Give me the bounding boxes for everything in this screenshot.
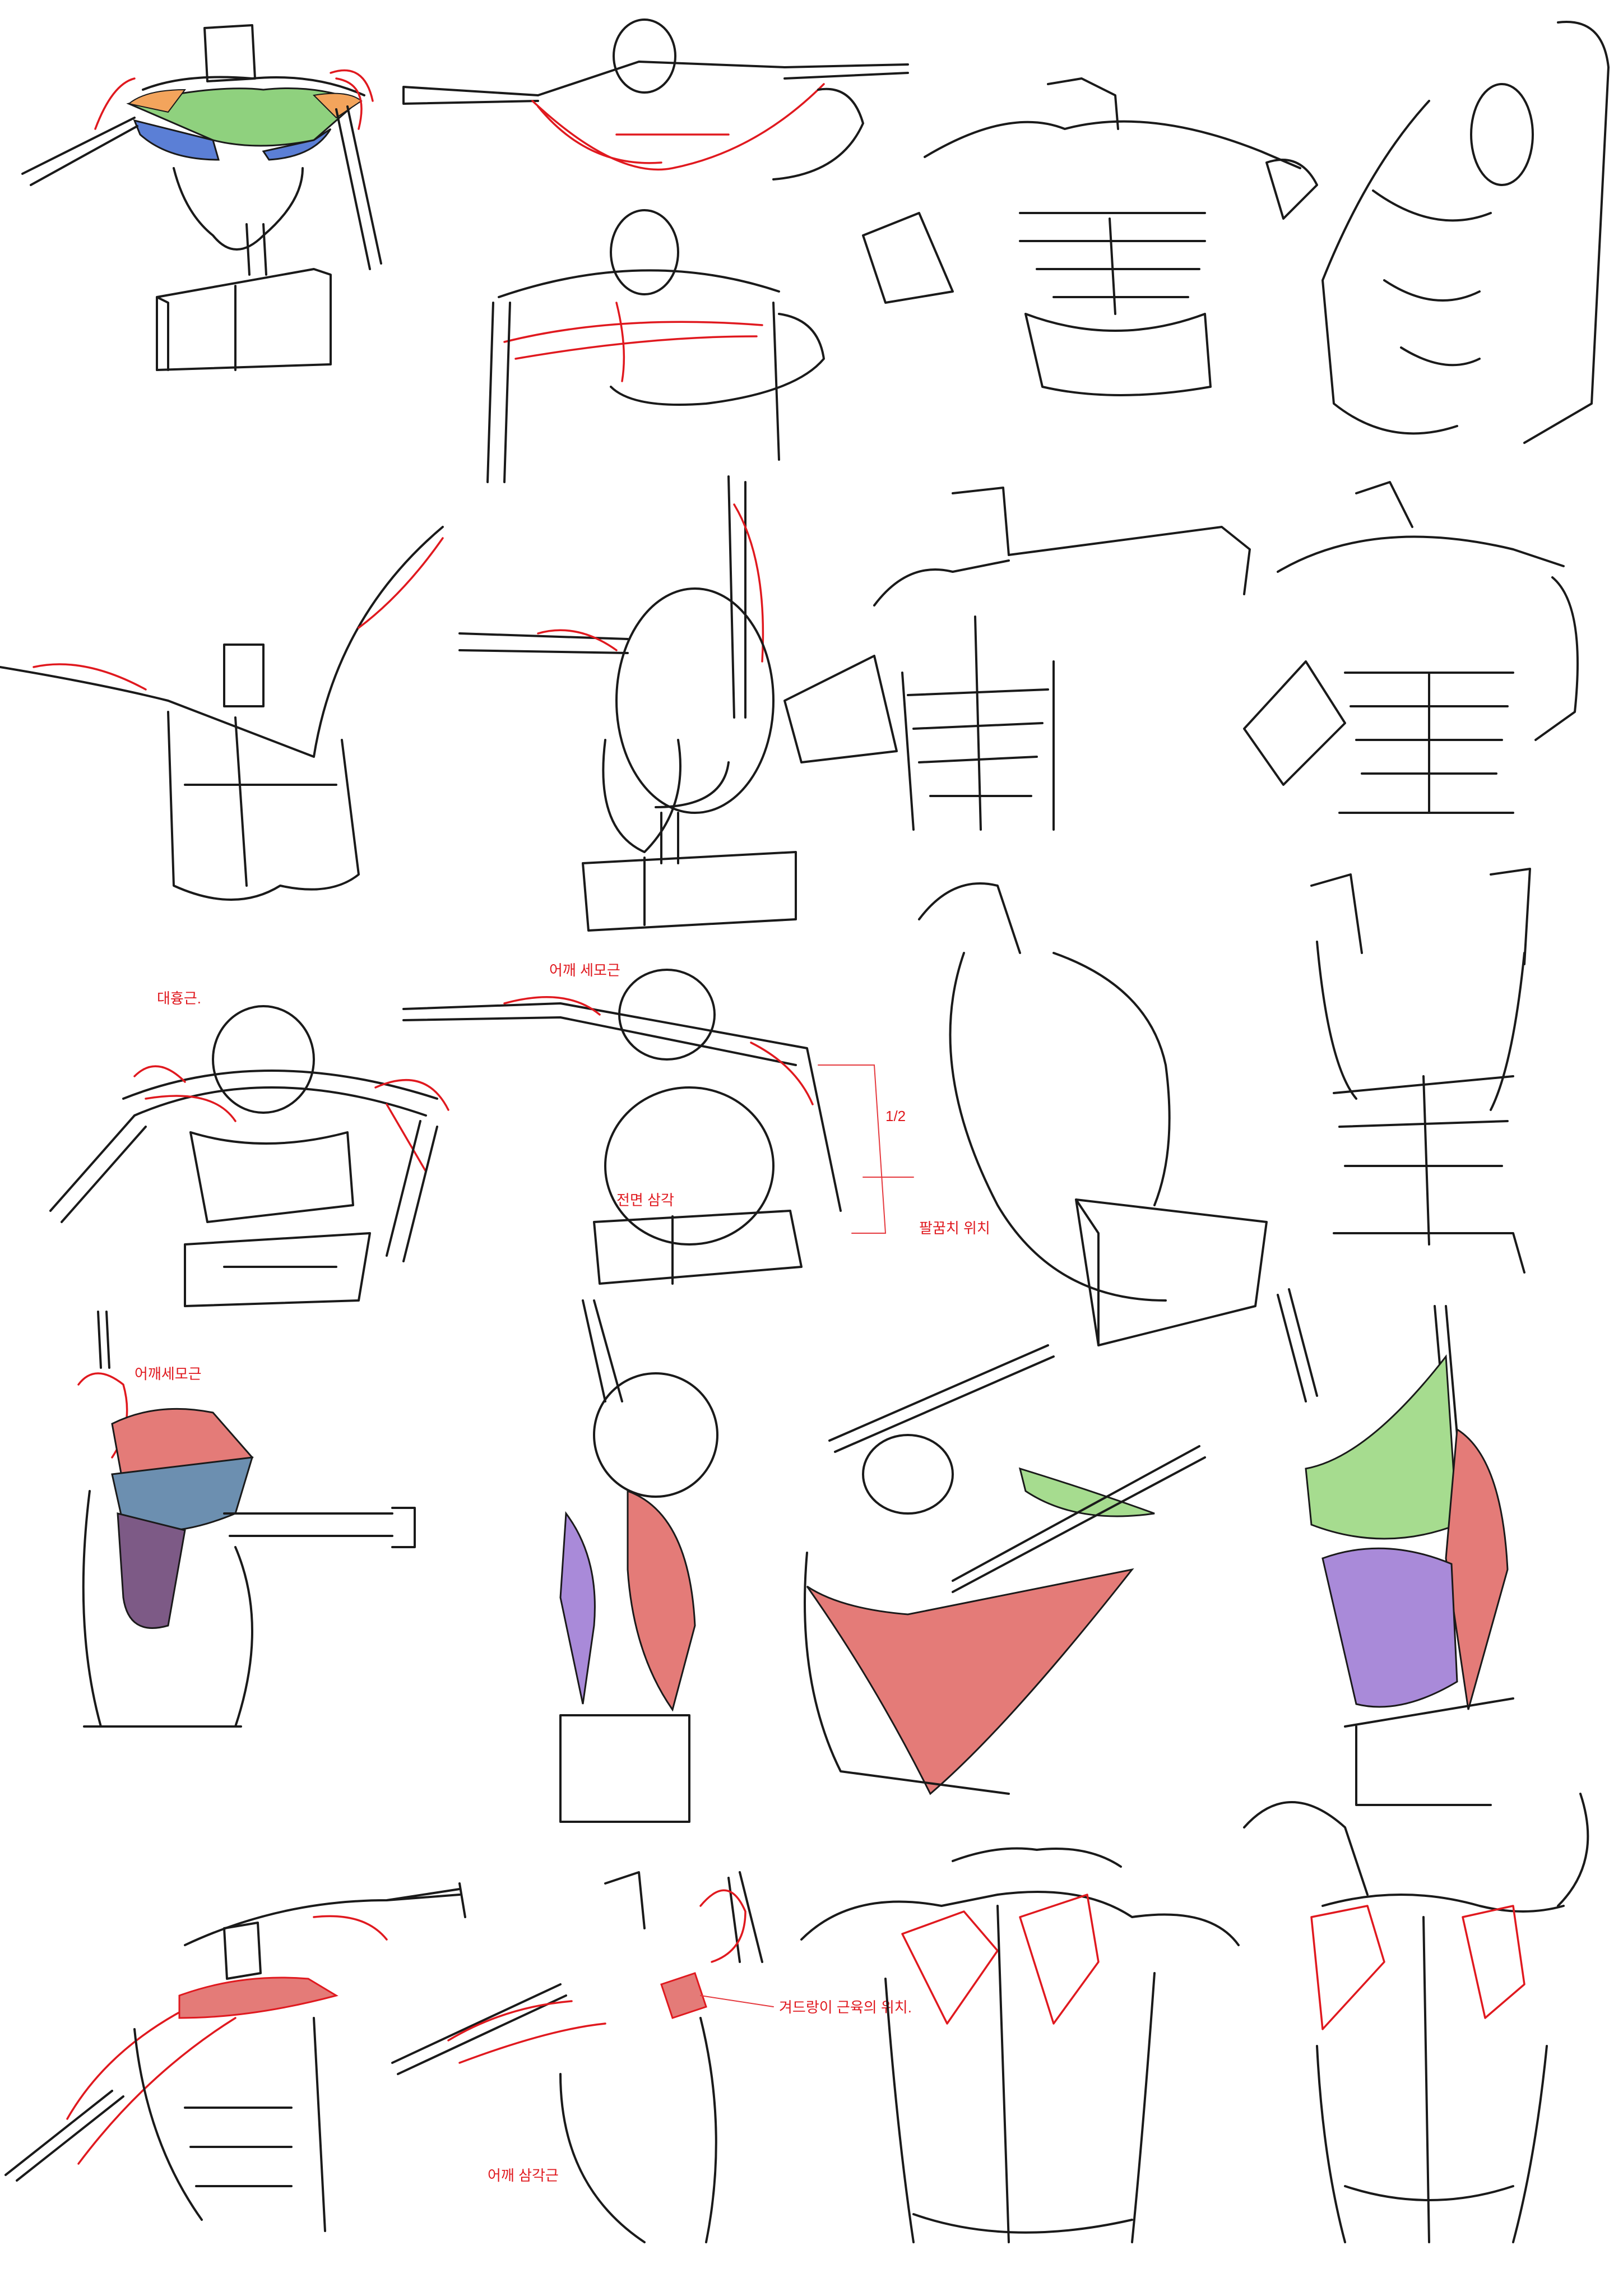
figure-shoulder-girdle-deltoid-notes: 대흉근. — [49, 990, 449, 1307]
annotation-note-d: 전면 삼각 — [616, 1192, 674, 1209]
figure-chest-spread-wings — [0, 526, 444, 901]
figure-torso-raised-arm-abs — [783, 487, 1251, 831]
annotation-note-e: 팔꿈치 위치 — [919, 1220, 990, 1237]
figure-pec-arm-measurement: 어깨 세모근 1/2 전면 삼각 팔꿈치 위치 — [402, 962, 990, 1285]
figure-torso-front-abs — [862, 77, 1318, 396]
figure-back-scapula-red — [800, 1847, 1240, 2243]
figure-torso-arms-up-front — [1310, 868, 1531, 1274]
annotation-note-a: 대흉근. — [157, 990, 201, 1007]
annotation-note-b: 어깨 세모근 — [549, 962, 620, 979]
figure-torso-twisted-back — [918, 882, 1268, 1346]
figure-torso-front-arms-down — [1243, 481, 1579, 814]
annotation-note-f: 어깨세모근 — [135, 1365, 202, 1382]
figure-back-colored-lats — [1277, 1288, 1514, 1806]
annotation-note-g: 겨드랑이 근육의 위치. — [779, 1999, 912, 2016]
figure-serratus-arm-up — [559, 1299, 718, 1823]
figure-arm-pec-side-cylinders — [458, 475, 797, 932]
figure-armpit-muscle-notes: 겨드랑이 근육의 위치. 어깨 삼각근 — [391, 1871, 912, 2243]
figure-shoulder-girdle-bar-top — [402, 18, 909, 483]
annotation-note-h: 어깨 삼각근 — [488, 2167, 559, 2184]
annotation-note-c: 1/2 — [885, 1108, 906, 1124]
figure-torso-colored-pecs-front — [21, 24, 382, 371]
figure-pec-colored-raised-arm — [804, 1344, 1206, 1795]
figure-torso-three-quarter — [1321, 21, 1610, 444]
figure-deltoid-colored-side: 어깨세모근 — [77, 1311, 416, 1728]
figure-back-arms-up-scapula — [1243, 1793, 1589, 2243]
figure-pec-red-outline-below — [4, 1882, 466, 2232]
